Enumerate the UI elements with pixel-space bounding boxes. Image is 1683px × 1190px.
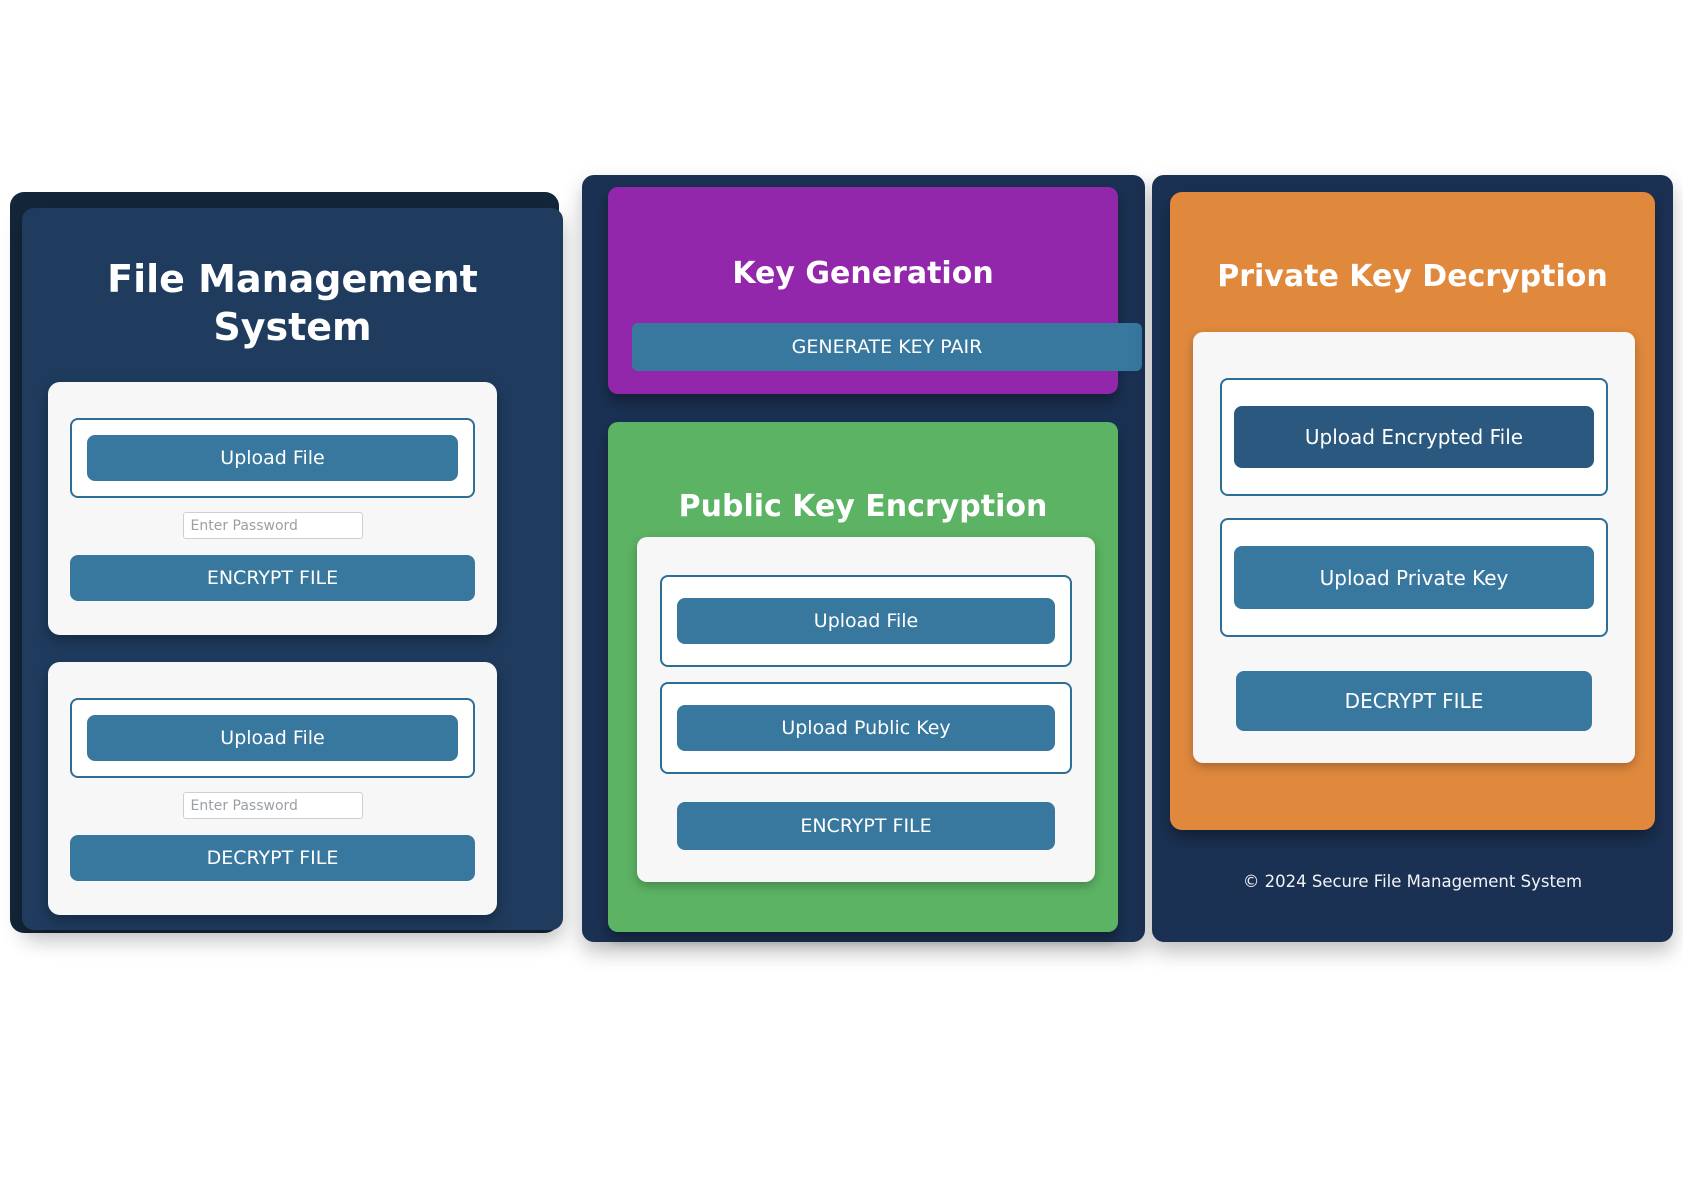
decrypt-card: Upload File DECRYPT FILE <box>48 662 497 915</box>
pke-upload-public-key-dropzone[interactable]: Upload Public Key <box>660 682 1072 774</box>
pkd-upload-encrypted-file-button[interactable]: Upload Encrypted File <box>1234 406 1594 468</box>
pkd-upload-private-key-button[interactable]: Upload Private Key <box>1234 546 1594 609</box>
public-key-encryption-card: Public Key Encryption Upload File Upload… <box>608 422 1118 932</box>
file-management-title: File Management System <box>107 257 478 349</box>
private-key-decryption-card: Private Key Decryption Upload Encrypted … <box>1170 192 1655 830</box>
pke-upload-public-key-button[interactable]: Upload Public Key <box>677 705 1055 751</box>
decrypt-password-input[interactable] <box>182 792 363 819</box>
copyright-footer: © 2024 Secure File Management System <box>1242 872 1583 891</box>
key-tools-panel: Key Generation GENERATE KEY PAIR Public … <box>582 175 1145 942</box>
private-key-decryption-title: Private Key Decryption <box>1217 258 1608 294</box>
decrypt-upload-file-button[interactable]: Upload File <box>87 715 458 761</box>
encrypt-upload-file-button[interactable]: Upload File <box>87 435 458 481</box>
pke-upload-file-button[interactable]: Upload File <box>677 598 1055 644</box>
pke-upload-file-dropzone[interactable]: Upload File <box>660 575 1072 667</box>
key-generation-title: Key Generation <box>732 255 994 291</box>
private-key-decryption-panel: Private Key Decryption Upload Encrypted … <box>1152 175 1673 942</box>
file-management-panel: File Management System Upload File ENCRY… <box>22 208 563 930</box>
public-key-encryption-title: Public Key Encryption <box>678 488 1048 524</box>
encrypt-upload-dropzone[interactable]: Upload File <box>70 418 475 498</box>
decrypt-upload-dropzone[interactable]: Upload File <box>70 698 475 778</box>
pkd-upload-encrypted-file-dropzone[interactable]: Upload Encrypted File <box>1220 378 1608 496</box>
encrypt-password-input[interactable] <box>182 512 363 539</box>
public-key-encryption-form: Upload File Upload Public Key ENCRYPT FI… <box>637 537 1095 882</box>
encrypt-file-button[interactable]: ENCRYPT FILE <box>70 555 475 601</box>
decrypt-file-button[interactable]: DECRYPT FILE <box>70 835 475 881</box>
pkd-decrypt-file-button[interactable]: DECRYPT FILE <box>1236 671 1592 731</box>
pkd-upload-private-key-dropzone[interactable]: Upload Private Key <box>1220 518 1608 637</box>
generate-key-pair-button[interactable]: GENERATE KEY PAIR <box>632 323 1142 371</box>
private-key-decryption-form: Upload Encrypted File Upload Private Key… <box>1193 332 1635 763</box>
pke-encrypt-file-button[interactable]: ENCRYPT FILE <box>677 802 1055 850</box>
key-generation-card: Key Generation GENERATE KEY PAIR <box>608 187 1142 394</box>
encrypt-card: Upload File ENCRYPT FILE <box>48 382 497 635</box>
